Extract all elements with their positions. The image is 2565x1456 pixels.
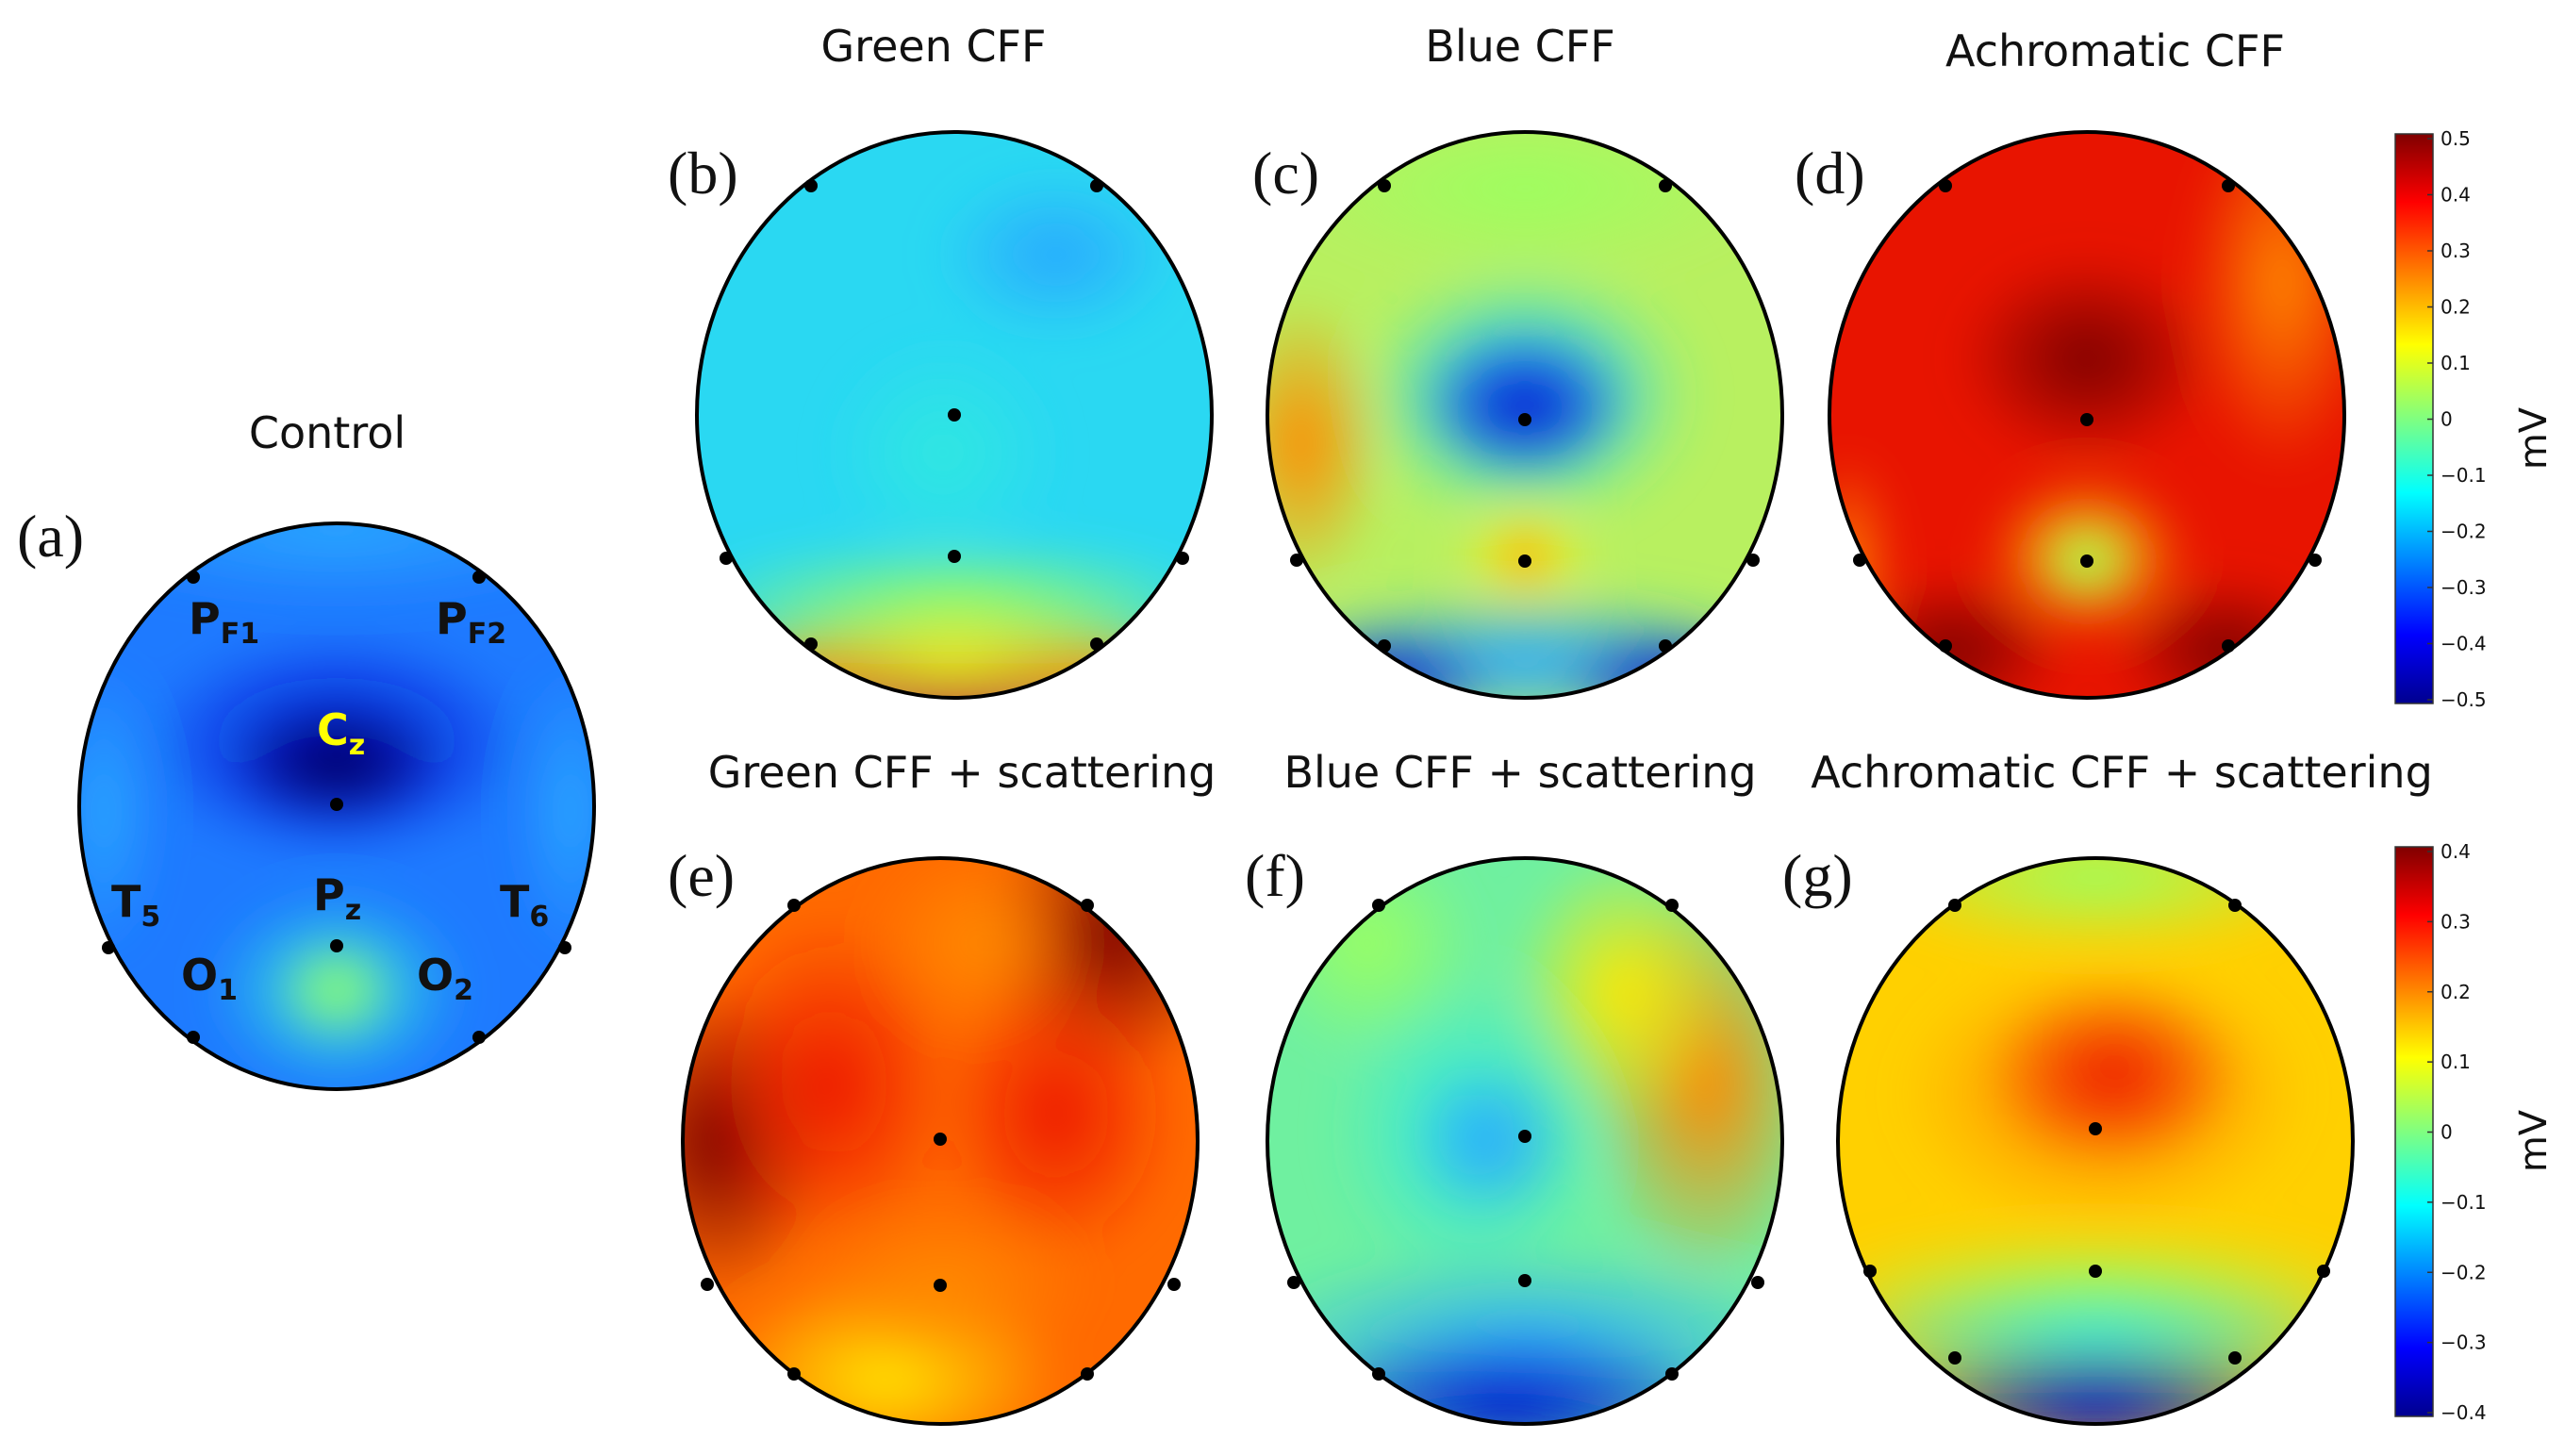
electrodes-g [1863, 899, 2330, 1365]
colorbar-bottom-tick-label: −0.2 [2441, 1261, 2487, 1283]
topomap-a [79, 523, 594, 1089]
colorbar-top-tick-label: −0.3 [2441, 576, 2487, 599]
panel-b-letter: (b) [668, 140, 738, 207]
panel-c-letter: (c) [1252, 140, 1319, 207]
colorbar-bottom-tick-label: 0.2 [2441, 981, 2471, 1003]
panel-b: (b) Green CFF [668, 21, 1214, 700]
electrode-label-o1: O1 [181, 950, 238, 1007]
colorbar-top-tick-label: −0.4 [2441, 633, 2487, 655]
colorbar-top-ticks: 0.5 0.4 0.3 0.2 0.1 0 −0.1 −0.2 −0.3 −0.4 −0.5 [2427, 127, 2487, 711]
electrodes-c [1290, 179, 1760, 653]
panel-d-letter: (d) [1795, 140, 1865, 207]
panel-e-letter: (e) [668, 842, 735, 909]
colorbar-top-tick-label: 0.3 [2441, 240, 2471, 262]
electrode-label-cz: Cz [317, 704, 365, 762]
colorbar-top-tick-label: 0 [2441, 408, 2453, 431]
colorbar-bottom: 0.4 0.3 0.2 0.1 0 −0.1 −0.2 −0.3 −0.4 mV [2394, 840, 2556, 1424]
electrodes-e [701, 899, 1181, 1381]
colorbar-bottom-tick-label: 0.4 [2441, 840, 2471, 863]
colorbar-top-tick-label: 0.2 [2441, 296, 2471, 319]
colorbar-top-tick-label: 0.1 [2441, 352, 2471, 374]
colorbar-top-tick-label: 0.4 [2441, 184, 2471, 207]
panel-g: (g) Achromatic CFF + scattering [1782, 747, 2433, 1426]
panel-e-title: Green CFF + scattering [708, 747, 1216, 798]
panel-d: (d) Achromatic CFF [1795, 25, 2346, 700]
colorbar-bottom-ticks: 0.4 0.3 0.2 0.1 0 −0.1 −0.2 −0.3 −0.4 [2427, 840, 2487, 1424]
electrode-label-pf2: PF2 [436, 593, 506, 651]
colorbar-bottom-tick-label: −0.4 [2441, 1401, 2487, 1424]
electrodes-f [1287, 899, 1764, 1381]
colorbar-top-tick-label: −0.5 [2441, 688, 2487, 711]
panel-f-letter: (f) [1245, 842, 1305, 909]
panel-c-title: Blue CFF [1425, 21, 1614, 72]
colorbar-bottom-tick-label: −0.3 [2441, 1332, 2487, 1354]
topomap-g [1838, 858, 2353, 1424]
electrodes-a [102, 571, 571, 1044]
colorbar-bottom-tick-label: 0.1 [2441, 1051, 2471, 1073]
panel-d-title: Achromatic CFF [1945, 25, 2285, 76]
colorbar-top: 0.5 0.4 0.3 0.2 0.1 0 −0.1 −0.2 −0.3 −0.4 −0.5 mV [2394, 127, 2556, 711]
electrode-label-t6: T6 [500, 876, 549, 934]
panel-g-letter: (g) [1782, 842, 1853, 909]
panel-f: (f) Blue CFF + scattering [1245, 747, 1784, 1426]
electrode-label-pf1: PF1 [189, 593, 259, 651]
colorbar-top-unit: mV [2512, 406, 2556, 470]
electrode-label-pz: Pz [313, 869, 361, 927]
topomap-b [697, 132, 1212, 698]
panel-a-title: Control [249, 407, 405, 458]
panel-g-title: Achromatic CFF + scattering [1811, 747, 2433, 798]
colorbar-top-tick-label: 0.5 [2441, 127, 2471, 150]
colorbar-top-tick-label: −0.2 [2441, 521, 2487, 543]
colorbar-bottom-tick-label: 0.3 [2441, 910, 2471, 933]
electrodes-b [720, 179, 1189, 651]
panel-f-title: Blue CFF + scattering [1283, 747, 1756, 798]
panel-e: (e) Green CFF + scattering [668, 747, 1216, 1426]
colorbar-bottom-tick-label: 0 [2441, 1121, 2453, 1144]
topomap-d [1829, 132, 2344, 698]
panel-b-title: Green CFF [821, 21, 1047, 72]
electrodes-d [1853, 179, 2322, 653]
panel-c: (c) Blue CFF [1252, 21, 1784, 700]
panel-a-letter: (a) [17, 503, 84, 570]
panel-a: (a) Control PF1 PF2 [17, 407, 596, 1091]
colorbar-bottom-unit: mV [2512, 1109, 2556, 1172]
electrode-label-t5: T5 [111, 876, 160, 934]
electrode-label-o2: O2 [417, 950, 473, 1007]
colorbar-top-tick-label: −0.1 [2441, 464, 2487, 487]
colorbar-bottom-tick-label: −0.1 [2441, 1191, 2487, 1214]
